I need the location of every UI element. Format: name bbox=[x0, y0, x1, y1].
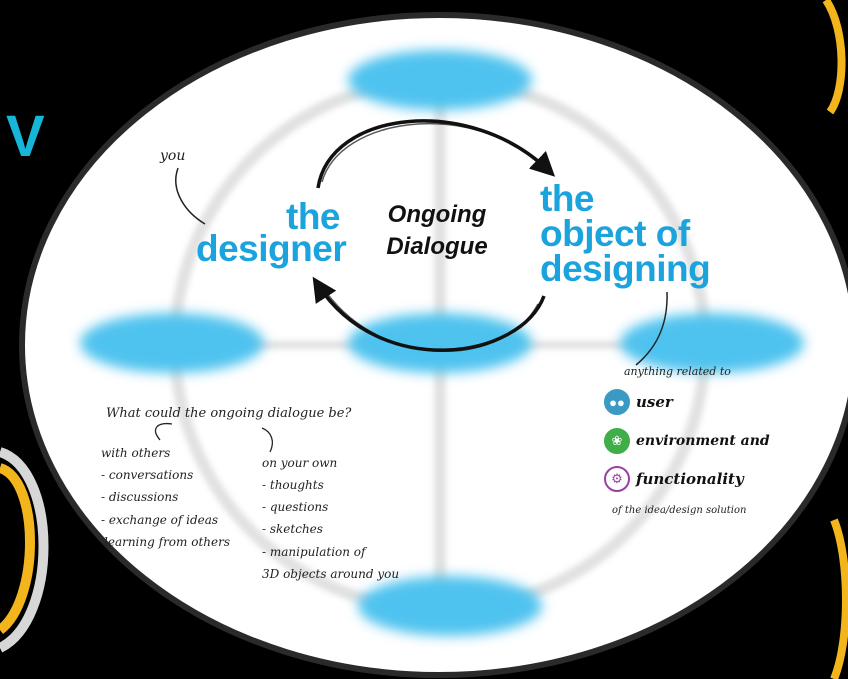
side-letter: V bbox=[6, 104, 45, 169]
right-yellow-ring-top bbox=[822, 0, 846, 115]
object-label-line1: the bbox=[540, 178, 595, 219]
users-icon: ●● bbox=[604, 389, 630, 415]
dialogue-label-line2: Dialogue bbox=[386, 233, 488, 260]
object-label-line3: designing bbox=[540, 248, 711, 289]
with-others-item: - discussions bbox=[101, 490, 179, 504]
you-label: you bbox=[160, 148, 186, 164]
related-connector bbox=[635, 291, 668, 366]
bubble-left bbox=[80, 313, 264, 373]
related-item-user: ●● user bbox=[604, 389, 673, 415]
bubble-center bbox=[348, 313, 532, 373]
related-footer: of the idea/design solution bbox=[612, 505, 747, 516]
left-grey-ring bbox=[0, 447, 49, 653]
on-your-own-item: - manipulation of bbox=[262, 545, 366, 559]
related-item-user-label: user bbox=[636, 393, 673, 411]
bubble-bottom bbox=[358, 576, 542, 636]
on-your-own-title: on your own bbox=[262, 456, 338, 470]
dialogue-arrow-top-sketch bbox=[321, 123, 541, 183]
on-your-own-item: - questions bbox=[262, 500, 329, 514]
related-heading: anything related to bbox=[624, 365, 731, 378]
on-your-own-item: - thoughts bbox=[262, 478, 324, 492]
related-item-environment: ❀ environment and bbox=[604, 428, 770, 454]
bubble-top bbox=[348, 50, 532, 110]
related-item-functionality: ⚙ functionality bbox=[604, 466, 744, 492]
bubble-right bbox=[620, 313, 804, 373]
with-others-item: - conversations bbox=[101, 468, 194, 482]
with-others-item: learning from others bbox=[104, 535, 230, 549]
related-item-functionality-label: functionality bbox=[636, 470, 744, 488]
dialogue-arrow-bottom-sketch bbox=[325, 291, 539, 352]
designer-label-line2: designer bbox=[196, 228, 347, 269]
you-connector bbox=[175, 167, 206, 225]
related-item-environment-label: environment and bbox=[636, 433, 770, 449]
object-label-line2: object of bbox=[540, 213, 690, 254]
question-right-brace bbox=[261, 427, 273, 453]
blurred-bubbles bbox=[80, 50, 804, 636]
with-others-item: - exchange of ideas bbox=[101, 513, 219, 527]
dialogue-label-line1: Ongoing bbox=[387, 201, 487, 228]
question-left-brace bbox=[155, 422, 173, 441]
designer-label-line1: the bbox=[286, 196, 341, 237]
gears-icon: ⚙ bbox=[604, 466, 630, 492]
plant-icon: ❀ bbox=[604, 428, 630, 454]
on-your-own-item: 3D objects around you bbox=[262, 567, 400, 581]
right-yellow-ring-bottom bbox=[830, 518, 848, 679]
left-yellow-ring bbox=[0, 463, 35, 634]
dialogue-arrow-bottom bbox=[312, 276, 546, 352]
on-your-own-item: - sketches bbox=[262, 522, 323, 536]
with-others-title: with others bbox=[101, 446, 171, 460]
question-heading: What could the ongoing dialogue be? bbox=[106, 406, 352, 421]
